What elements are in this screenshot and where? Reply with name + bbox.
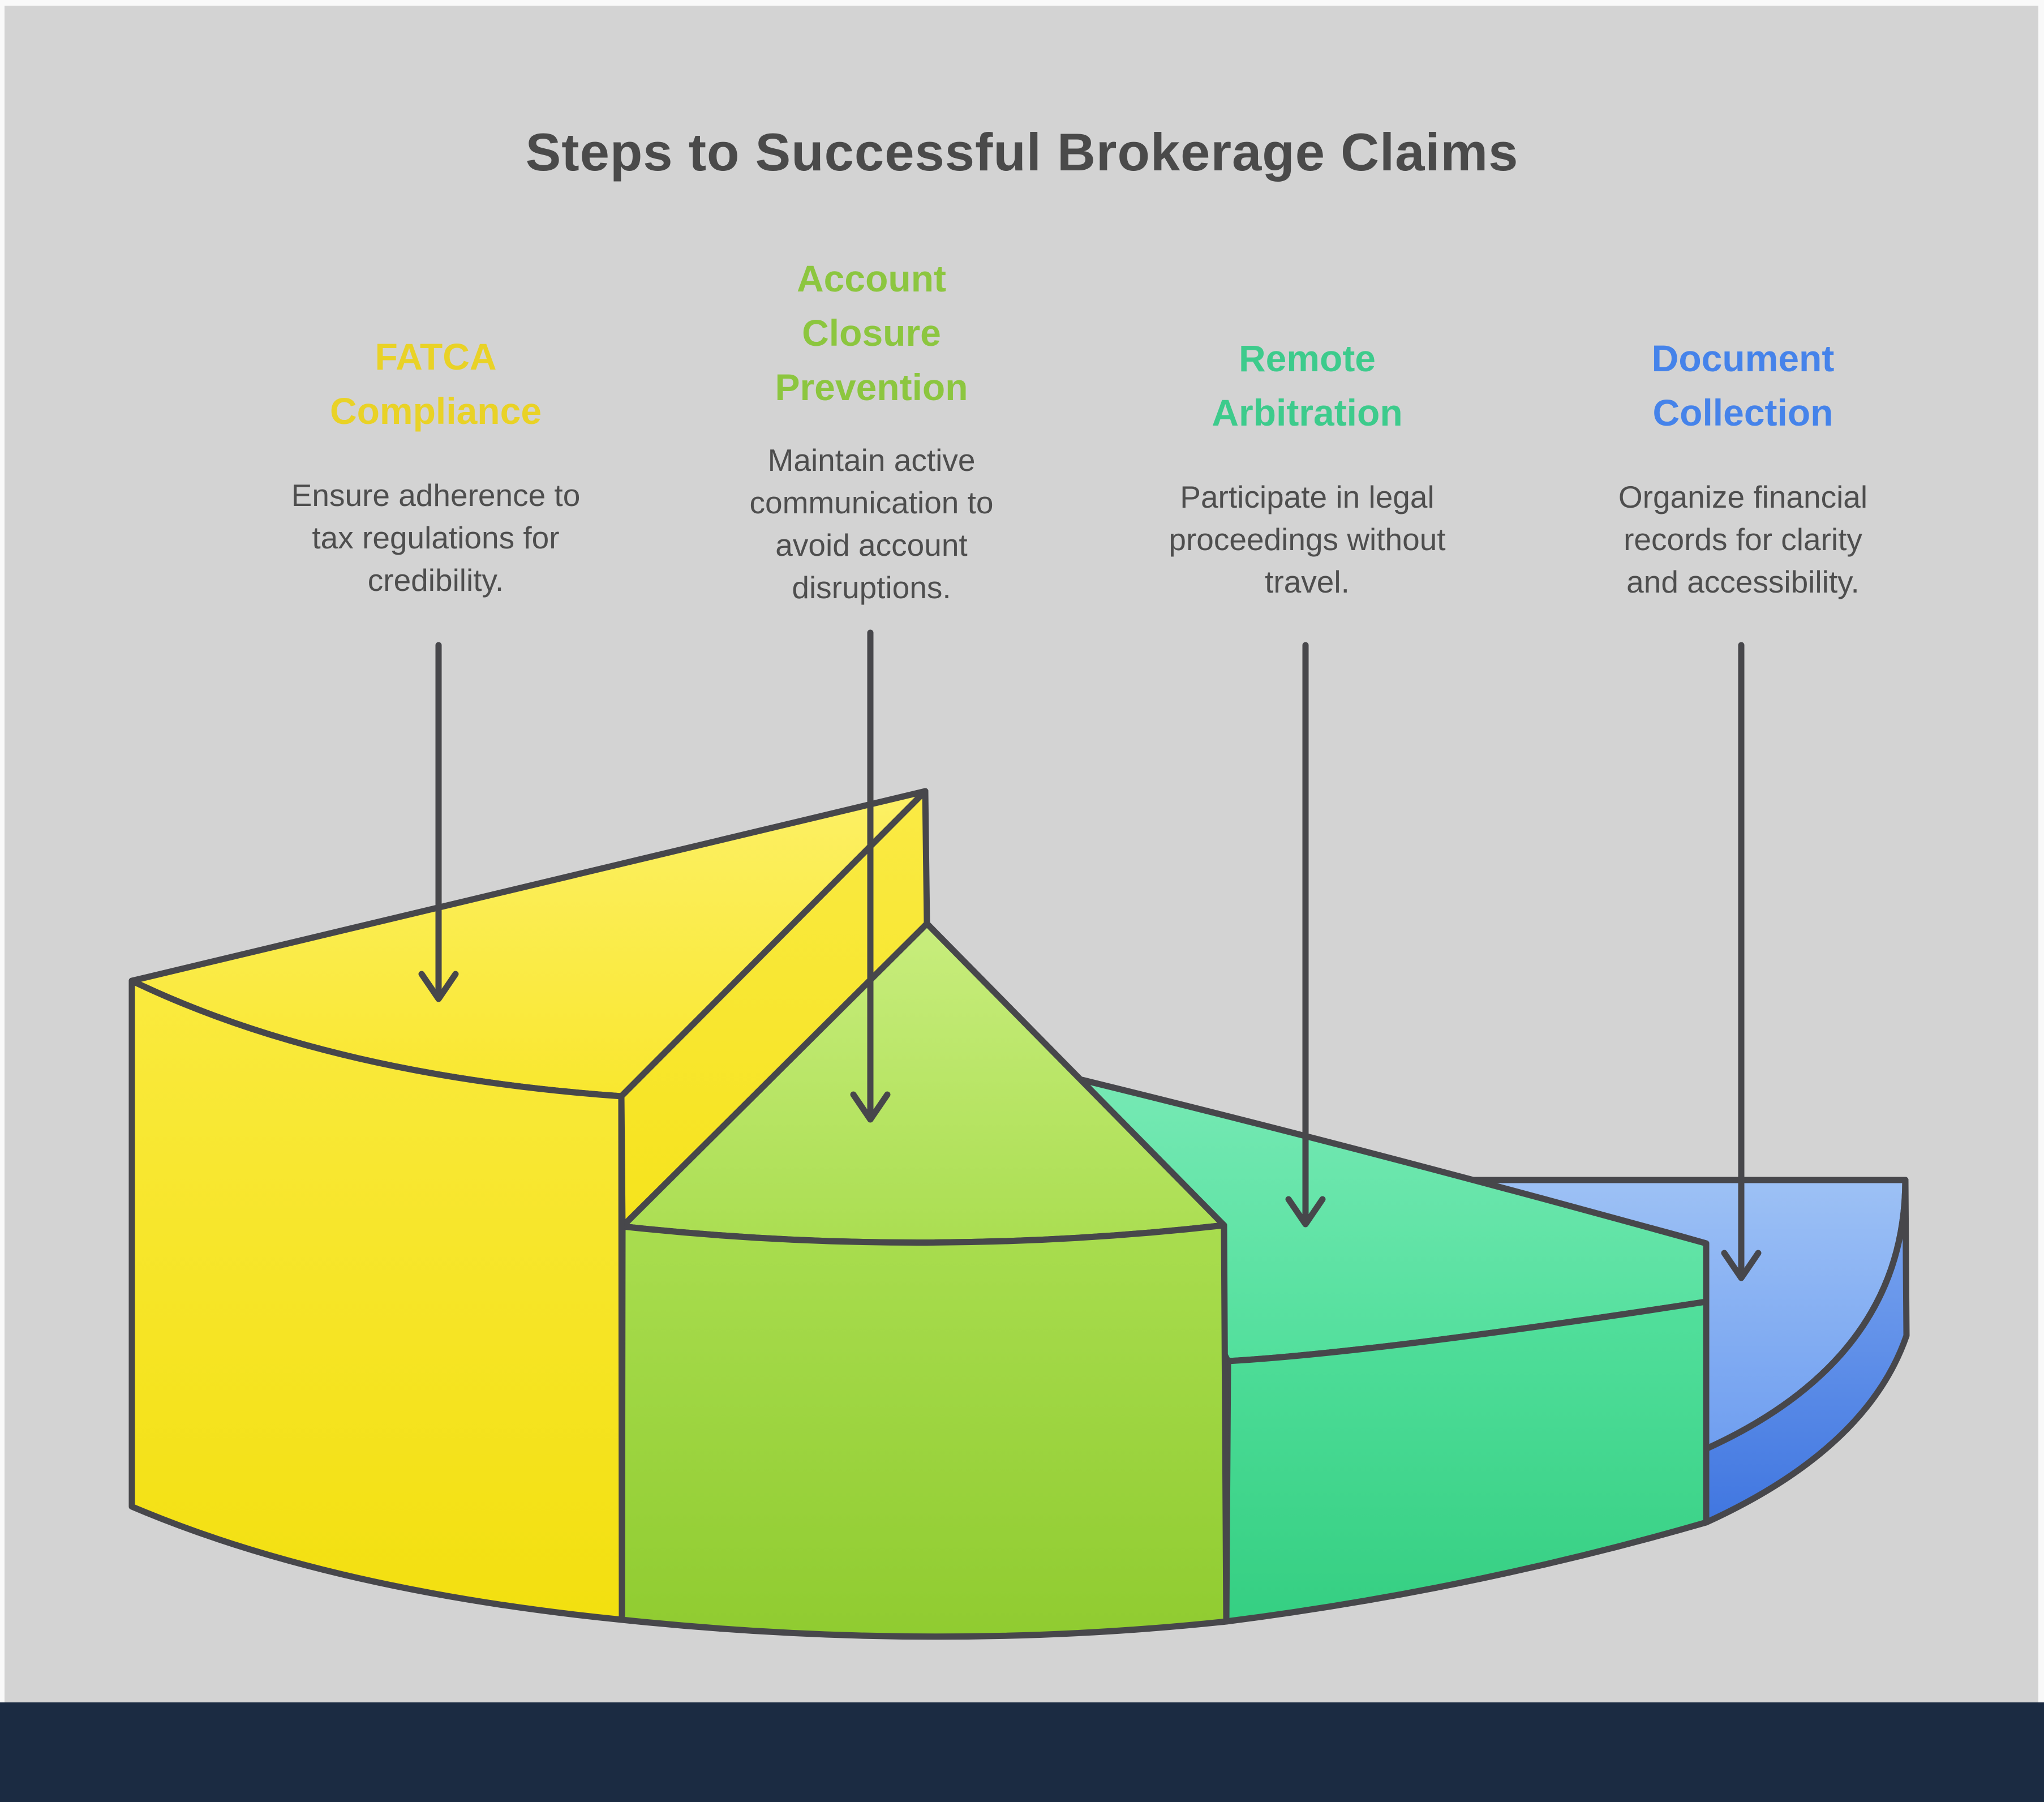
step-description: Organize financial records for clarity a…: [1618, 479, 1868, 599]
step-column-remote-arbitration: Remote Arbitration Participate in legal …: [1103, 331, 1511, 603]
arrow-remote-arbitration: [1285, 642, 1326, 1228]
step-title: Remote Arbitration: [1212, 337, 1403, 434]
step-column-account-closure-prevention: Account Closure Prevention Maintain acti…: [668, 251, 1075, 609]
step-title: Account Closure Prevention: [775, 258, 968, 408]
arrow-document-collection: [1721, 642, 1762, 1281]
blue-wedge-front: [1703, 1177, 1910, 1526]
yellow-wedge-front: [128, 977, 625, 1623]
step-title: Document Collection: [1651, 337, 1835, 434]
teal-wedge-front: [1223, 1298, 1710, 1625]
step-description: Maintain active communication to avoid a…: [749, 443, 994, 605]
arrow-account-closure-prevention: [850, 629, 891, 1123]
page-title: Steps to Successful Brokerage Claims: [525, 122, 1519, 182]
step-column-document-collection: Document Collection Organize financial r…: [1539, 331, 1947, 603]
footer-bar: [0, 1702, 2044, 1802]
step-column-fatca-compliance: FATCA Compliance Ensure adherence to tax…: [232, 329, 639, 602]
green-wedge-front: [619, 1222, 1230, 1640]
step-title: FATCA Compliance: [329, 336, 542, 432]
arrow-fatca-compliance: [418, 642, 459, 1002]
step-description: Ensure adherence to tax regulations for …: [291, 478, 581, 598]
step-description: Participate in legal proceedings without…: [1169, 479, 1446, 599]
